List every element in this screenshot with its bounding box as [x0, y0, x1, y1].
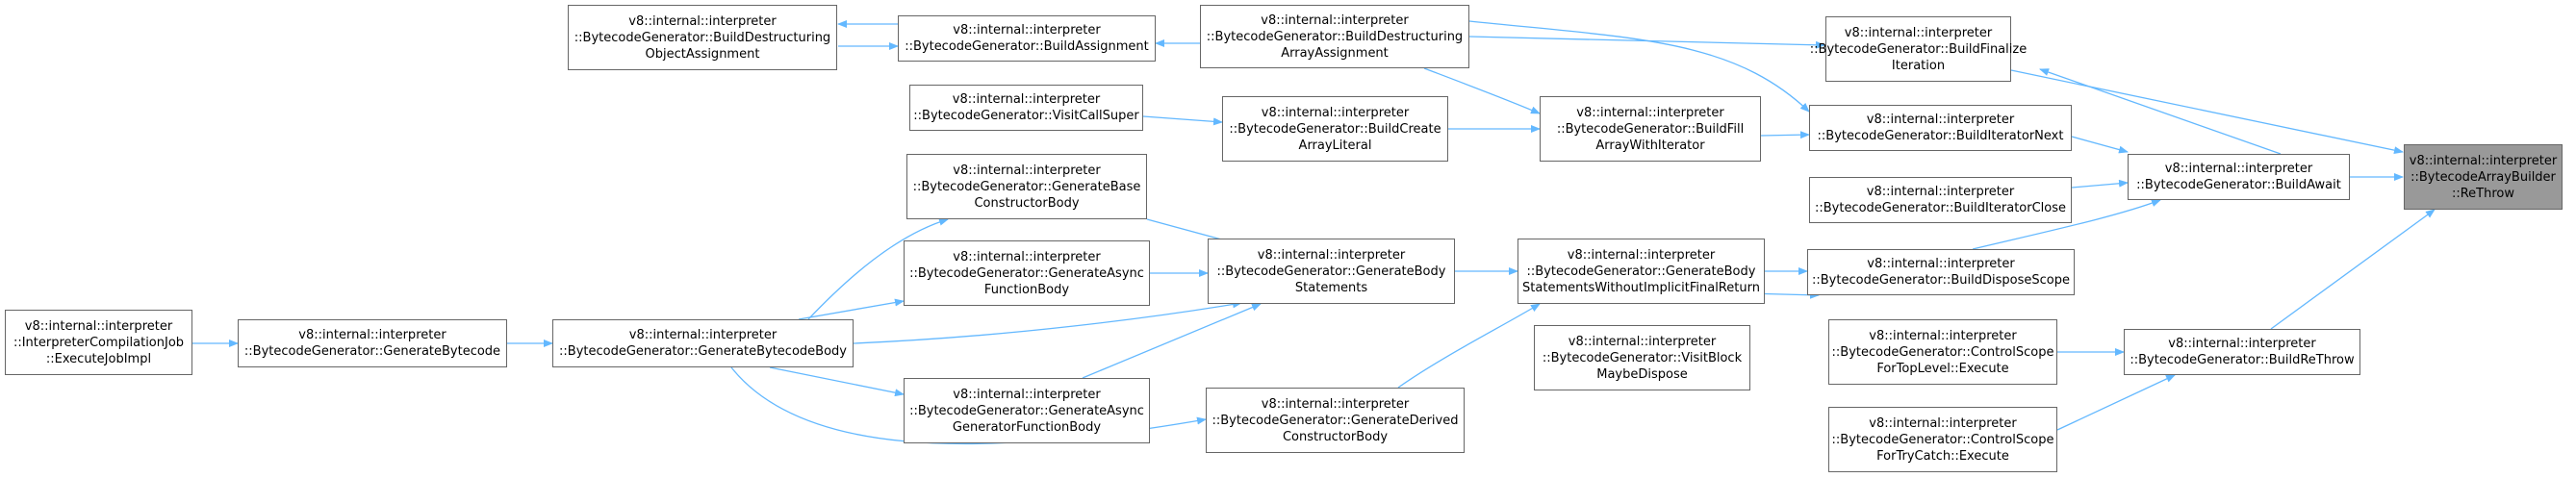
node-label: v8::internal::interpreter ::BytecodeGene…: [909, 249, 1144, 297]
call-edge: [769, 366, 905, 397]
node-label: v8::internal::interpreter ::BytecodeGene…: [909, 387, 1144, 435]
call-edge: [2270, 209, 2436, 330]
node-build-destructuring-array-assignment[interactable]: v8::internal::interpreter ::BytecodeGene…: [1200, 5, 1469, 68]
node-label: v8::internal::interpreter ::BytecodeGene…: [243, 328, 501, 359]
node-label: v8::internal::interpreter ::BytecodeGene…: [1817, 113, 2064, 143]
node-label: v8::internal::interpreter ::BytecodeGene…: [559, 328, 847, 359]
node-bytecodearraybuilder-rethrow[interactable]: v8::internal::interpreter ::BytecodeArra…: [2404, 144, 2563, 210]
node-build-finalize-iteration[interactable]: v8::internal::interpreter ::BytecodeGene…: [1810, 16, 2027, 82]
node-control-scope-for-try-catch-execute[interactable]: v8::internal::interpreter ::BytecodeGene…: [1828, 407, 2057, 472]
node-interpreter-compilation-job-execute-job-impl[interactable]: v8::internal::interpreter ::InterpreterC…: [5, 310, 192, 375]
node-label: v8::internal::interpreter ::BytecodeGene…: [912, 163, 1141, 211]
call-edge: [1972, 199, 2161, 250]
call-edge: [1760, 131, 1810, 139]
node-label: v8::internal::interpreter ::BytecodeGene…: [1211, 396, 1459, 444]
node-label: v8::internal::interpreter ::BytecodeArra…: [2409, 153, 2558, 201]
node-generate-bytecode[interactable]: v8::internal::interpreter ::BytecodeGene…: [238, 319, 507, 367]
call-edge: [1423, 67, 1541, 114]
node-label: v8::internal::interpreter ::BytecodeGene…: [2130, 337, 2355, 367]
node-build-rethrow[interactable]: v8::internal::interpreter ::BytecodeGene…: [2124, 329, 2360, 375]
node-label: v8::internal::interpreter ::BytecodeGene…: [1216, 247, 1446, 295]
node-label: v8::internal::interpreter ::BytecodeGene…: [1229, 105, 1441, 153]
call-edge: [1142, 115, 1223, 126]
node-label: v8::internal::interpreter ::BytecodeGene…: [2136, 162, 2341, 192]
node-generate-base-constructor-body[interactable]: v8::internal::interpreter ::BytecodeGene…: [906, 154, 1147, 219]
node-generate-async-generator-function-body[interactable]: v8::internal::interpreter ::BytecodeGene…: [904, 378, 1150, 443]
call-edge: [2071, 136, 2129, 154]
call-edge: [1397, 303, 1541, 389]
call-edge: [2071, 179, 2129, 189]
node-control-scope-for-top-level-execute[interactable]: v8::internal::interpreter ::BytecodeGene…: [1828, 319, 2057, 385]
node-label: v8::internal::interpreter ::BytecodeGene…: [913, 92, 1139, 123]
node-build-await[interactable]: v8::internal::interpreter ::BytecodeGene…: [2128, 154, 2350, 200]
node-build-destructuring-object-assignment[interactable]: v8::internal::interpreter ::BytecodeGene…: [568, 5, 837, 70]
node-build-iterator-close[interactable]: v8::internal::interpreter ::BytecodeGene…: [1809, 177, 2072, 223]
node-visit-block-maybe-dispose[interactable]: v8::internal::interpreter ::BytecodeGene…: [1534, 325, 1750, 390]
call-edge: [2039, 68, 2282, 155]
node-label: v8::internal::interpreter ::BytecodeGene…: [1542, 334, 1743, 382]
call-edge: [1468, 20, 1810, 113]
node-label: v8::internal::interpreter ::BytecodeGene…: [905, 23, 1149, 54]
call-edge: [807, 217, 949, 320]
node-generate-body-statements[interactable]: v8::internal::interpreter ::BytecodeGene…: [1208, 239, 1455, 304]
call-edge: [2056, 374, 2176, 431]
node-build-dispose-scope[interactable]: v8::internal::interpreter ::BytecodeGene…: [1807, 249, 2075, 295]
node-generate-async-function-body[interactable]: v8::internal::interpreter ::BytecodeGene…: [904, 240, 1150, 306]
node-generate-bytecode-body[interactable]: v8::internal::interpreter ::BytecodeGene…: [552, 319, 854, 367]
call-edge: [853, 300, 1242, 344]
node-label: v8::internal::interpreter ::BytecodeGene…: [1522, 247, 1760, 295]
node-build-iterator-next[interactable]: v8::internal::interpreter ::BytecodeGene…: [1809, 105, 2072, 151]
node-build-fill-array-with-iterator[interactable]: v8::internal::interpreter ::BytecodeGene…: [1540, 96, 1761, 162]
node-label: v8::internal::interpreter ::BytecodeGene…: [574, 13, 831, 62]
node-label: v8::internal::interpreter ::BytecodeGene…: [1206, 13, 1464, 61]
call-edge: [2010, 69, 2404, 155]
node-generate-derived-constructor-body[interactable]: v8::internal::interpreter ::BytecodeGene…: [1206, 388, 1465, 453]
call-edge: [798, 298, 905, 320]
node-build-assignment[interactable]: v8::internal::interpreter ::BytecodeGene…: [898, 15, 1156, 62]
call-edge: [1082, 303, 1262, 379]
node-label: v8::internal::interpreter ::BytecodeGene…: [1831, 415, 2054, 464]
node-build-create-array-literal[interactable]: v8::internal::interpreter ::BytecodeGene…: [1222, 96, 1448, 162]
node-label: v8::internal::interpreter ::BytecodeGene…: [1812, 257, 2070, 288]
node-label: v8::internal::interpreter ::BytecodeGene…: [1556, 105, 1745, 153]
node-label: v8::internal::interpreter ::InterpreterC…: [13, 318, 185, 366]
node-label: v8::internal::interpreter ::BytecodeGene…: [1809, 25, 2028, 73]
node-label: v8::internal::interpreter ::BytecodeGene…: [1831, 328, 2054, 376]
node-label: v8::internal::interpreter ::BytecodeGene…: [1814, 185, 2067, 215]
node-visit-call-super[interactable]: v8::internal::interpreter ::BytecodeGene…: [909, 85, 1143, 131]
node-generate-body-statements-without-implicit-final-return[interactable]: v8::internal::interpreter ::BytecodeGene…: [1518, 239, 1765, 304]
